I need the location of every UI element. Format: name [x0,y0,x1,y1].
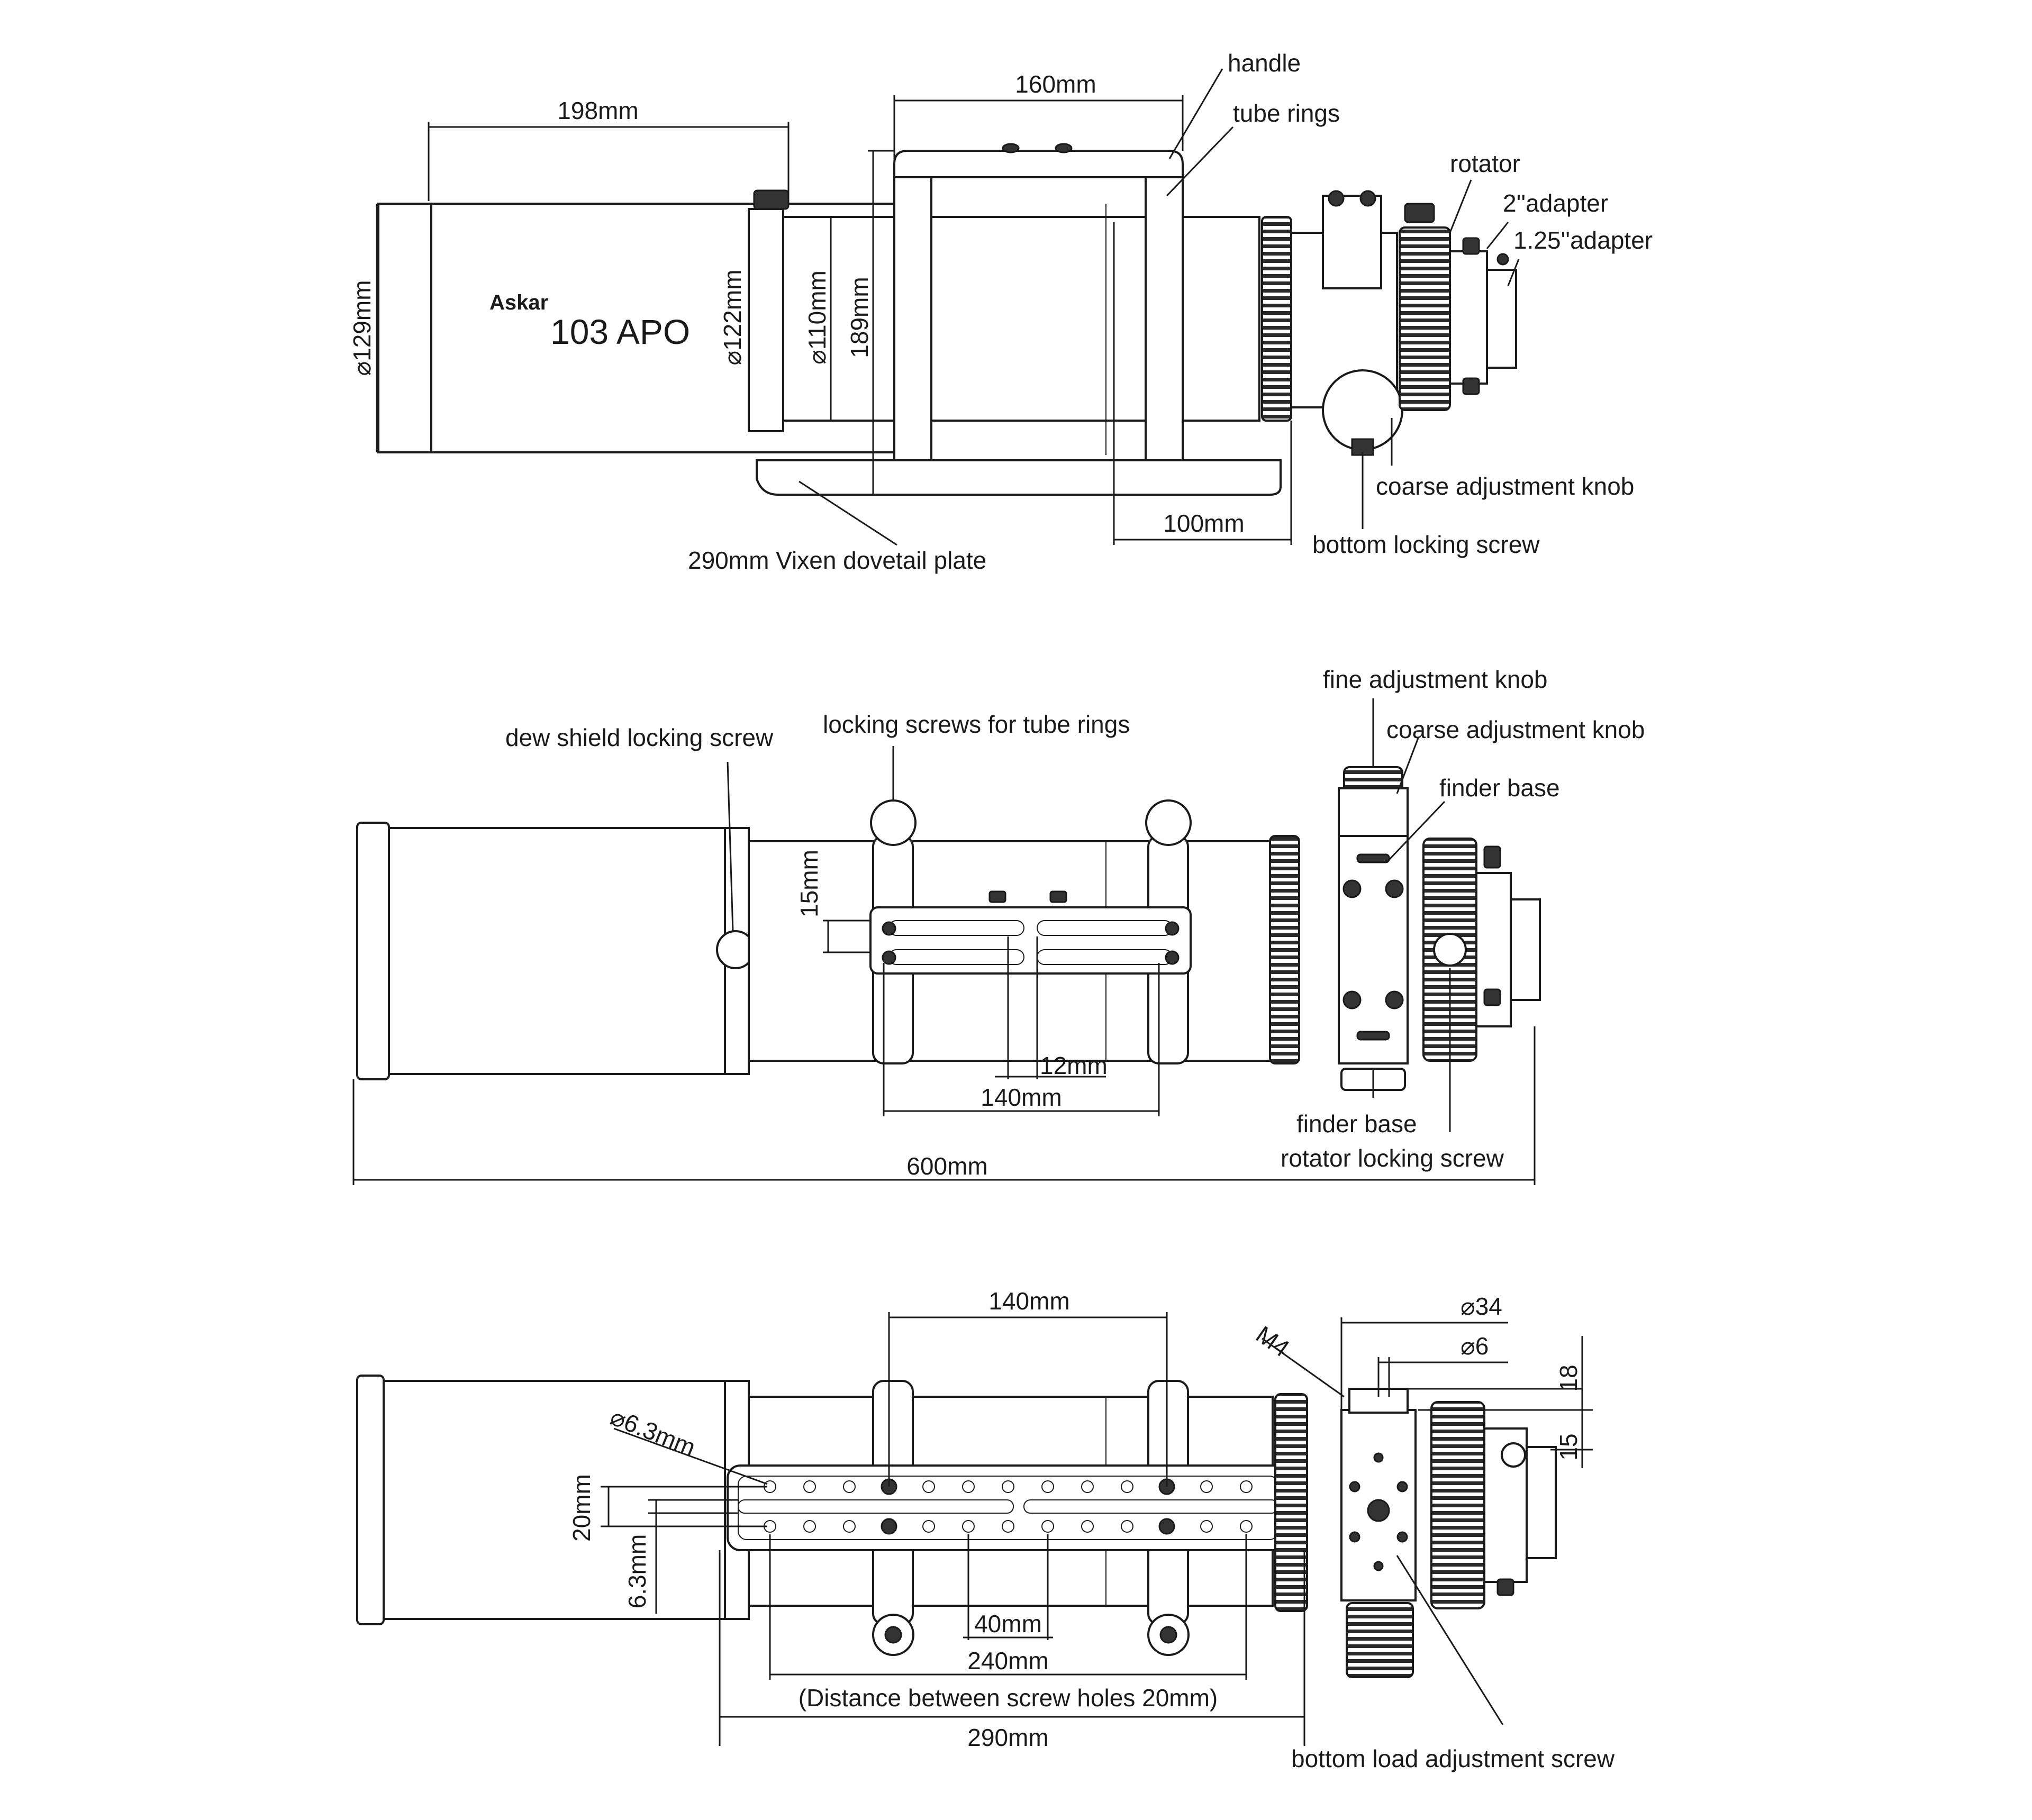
label-ring-screws: locking screws for tube rings [823,711,1130,738]
adapter-125in [1486,269,1517,369]
label-dew-shield-screw: dew shield locking screw [505,724,774,751]
dim-290: 290mm [967,1724,1048,1751]
dim-110: ⌀110mm [803,270,831,365]
label-bottom-locking-screw: bottom locking screw [1312,531,1540,558]
dew-shield-lip-side [356,822,390,1080]
label-rotator: rotator [1450,150,1520,177]
label-handle: handle [1228,49,1301,77]
label-rotator-locking-screw: rotator locking screw [1281,1144,1504,1172]
dim-160: 160mm [1015,70,1096,98]
dim-15-bottom: 15 [1555,1433,1582,1460]
side-view: 15mm 12mm 140mm 600mm fine adjustment kn… [352,666,1645,1185]
adapter-125-side [1510,898,1541,1001]
focus-ring [1261,216,1292,422]
dim-12: 12mm [1040,1052,1108,1079]
handle [893,150,1184,178]
adapter-125-bottom [1526,1446,1557,1559]
finder-base [1322,195,1382,289]
dim-140-side: 140mm [981,1084,1062,1111]
coarse-knob-top [1322,369,1403,451]
label-coarse-knob-top: coarse adjustment knob [1376,472,1634,500]
label-bottom-load-screw: bottom load adjustment screw [1291,1745,1615,1772]
dim-189: 189mm [846,277,873,358]
tube-ring-left [893,176,932,461]
handle-screw [1002,143,1020,153]
dovetail-plate-bottom [727,1464,1305,1551]
dim-140-bottom: 140mm [988,1287,1069,1315]
bottom-load-knob [1346,1602,1414,1678]
rotator [1399,226,1451,411]
focuser-side [1338,835,1409,1064]
dew-shield-side [388,827,737,1075]
label-m4: M4 [1251,1321,1294,1362]
handle-plate-side [869,906,1192,975]
focus-ring-bottom [1274,1393,1308,1612]
label-dovetail-plate: 290mm Vixen dovetail plate [688,547,986,574]
dovetail-plate [756,459,1282,496]
dew-shield-locking-screw-top [753,189,790,210]
dim-6-3: 6.3mm [623,1534,651,1609]
label-2in-adapter: 2''adapter [1503,189,1608,217]
tube-ring-right [1145,176,1184,461]
label-fine-knob: fine adjustment knob [1323,666,1548,693]
coarse-knob-side [1338,787,1409,837]
dew-shield-lip [377,203,432,453]
dim-34: ⌀34 [1460,1293,1502,1320]
model-name: 103 APO [550,312,690,351]
bottom-view: 140mm ⌀34 ⌀6 18 15 M4 ⌀6.3mm 20mm 6.3mm … [356,1287,1615,1772]
label-tube-rings: tube rings [1233,99,1340,127]
ring-locking-screw-left [870,799,917,846]
ring-locking-screw-right [1145,799,1192,846]
brand-logo: Askar [489,291,548,314]
dim-240: 240mm [967,1647,1048,1675]
dim-18: 18 [1555,1364,1582,1391]
dim-20-bottom: 20mm [568,1474,595,1542]
dim-15-side: 15mm [795,850,823,917]
label-finder-base-bottom: finder base [1296,1110,1417,1138]
top-view: 198mm 160mm ⌀129mm ⌀122mm ⌀110mm 189mm 1… [348,49,1653,574]
plate-holes [764,1478,1253,1535]
dim-100: 100mm [1163,509,1244,537]
label-125in-adapter: 1.25''adapter [1513,226,1653,254]
dim-129: ⌀129mm [348,280,376,376]
distance-note: (Distance between screw holes 20mm) [799,1684,1218,1712]
dim-40: 40mm [974,1610,1042,1637]
adapter-2in [1449,250,1488,385]
dim-198: 198mm [557,97,638,124]
dim-122: ⌀122mm [719,269,746,365]
dim-600: 600mm [906,1152,987,1180]
label-finder-base-top: finder base [1439,774,1560,802]
dew-shield-lip-bottom [356,1375,385,1625]
dew-shield-collar [748,208,784,432]
focus-ring-side [1269,835,1300,1064]
label-coarse-knob-side: coarse adjustment knob [1386,716,1645,743]
rotator-bottom [1430,1401,1485,1609]
rotator-locking-screw [1433,933,1467,967]
dim-6: ⌀6 [1460,1332,1489,1360]
handle-screw [1055,143,1073,153]
